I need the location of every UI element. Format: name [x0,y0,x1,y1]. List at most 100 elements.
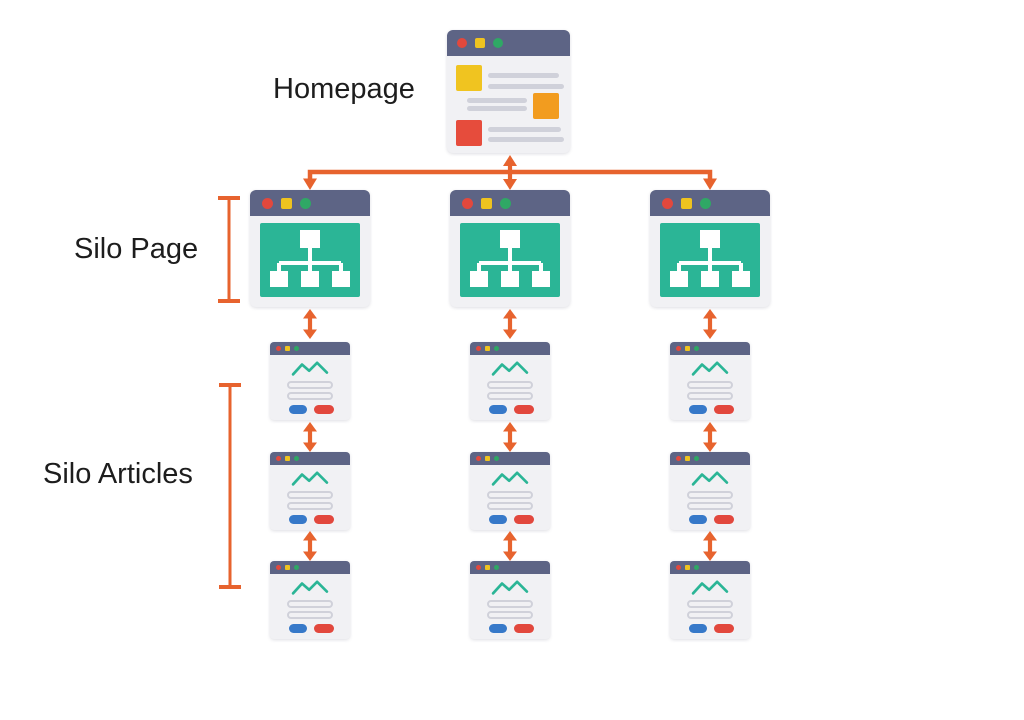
red-image-placeholder [456,120,482,146]
silo-article-window [270,452,350,530]
yellow-dot-icon [481,197,492,209]
blue-button-placeholder [489,515,507,524]
red-button-placeholder [714,515,734,524]
window-titlebar [450,190,570,216]
blue-button-placeholder [489,624,507,633]
double-arrow-icon [703,422,717,452]
sitemap-icon [270,230,350,287]
window-titlebar [447,30,570,56]
text-line [287,611,333,619]
window-titlebar [470,342,550,355]
silo-article-window [270,561,350,639]
text-line [687,491,733,499]
green-dot-icon [700,197,711,209]
silo-articles-label: Silo Articles [43,458,193,490]
text-line [488,84,564,89]
red-button-placeholder [314,405,334,414]
yellow-dot-icon [685,456,690,461]
down-arrowhead-icon [703,178,717,190]
blue-button-placeholder [689,624,707,633]
text-line [687,381,733,389]
blue-button-placeholder [289,515,307,524]
red-dot-icon [457,38,467,48]
green-dot-icon [294,565,299,570]
red-button-placeholder [314,515,334,524]
red-dot-icon [476,456,481,461]
text-line [287,392,333,400]
line-chart-icon [491,471,529,486]
text-line [287,381,333,389]
red-dot-icon [662,197,673,209]
line-chart-icon [691,361,729,376]
text-line [487,600,533,608]
text-line [467,106,527,111]
green-dot-icon [300,197,311,209]
blue-button-placeholder [289,624,307,633]
connector-line [507,163,513,182]
yellow-dot-icon [285,346,290,351]
red-dot-icon [276,346,281,351]
silo-page-window [650,190,770,307]
yellow-dot-icon [485,346,490,351]
text-line [467,98,527,103]
silo-column [250,190,370,640]
yellow-dot-icon [485,456,490,461]
red-dot-icon [476,565,481,570]
red-button-placeholder [514,515,534,524]
text-line [287,491,333,499]
yellow-dot-icon [685,565,690,570]
window-titlebar [470,561,550,574]
window-titlebar [650,190,770,216]
green-dot-icon [494,346,499,351]
text-line [287,502,333,510]
silo-page-label: Silo Page [74,233,199,265]
red-button-placeholder [514,624,534,633]
window-titlebar [670,561,750,574]
silo-page-content [660,223,760,297]
yellow-dot-icon [681,197,692,209]
red-dot-icon [462,197,473,209]
green-dot-icon [493,38,503,48]
green-dot-icon [294,346,299,351]
window-titlebar [250,190,370,216]
window-titlebar [470,452,550,465]
green-dot-icon [294,456,299,461]
sitemap-icon [670,230,750,287]
text-line [487,502,533,510]
blue-button-placeholder [689,515,707,524]
green-dot-icon [494,456,499,461]
silo-column [450,190,570,640]
red-dot-icon [676,346,681,351]
sitemap-icon [470,230,550,287]
double-arrow-icon [503,422,517,452]
double-arrow-icon [303,309,317,339]
down-arrowhead-icon [303,178,317,190]
yellow-dot-icon [281,197,292,209]
green-dot-icon [694,346,699,351]
green-dot-icon [694,565,699,570]
yellow-dot-icon [685,346,690,351]
orange-image-placeholder [533,93,559,119]
double-arrow-icon [303,422,317,452]
text-line [488,73,559,78]
text-line [687,392,733,400]
silo-page-window [450,190,570,307]
red-dot-icon [476,346,481,351]
silo-page-content [260,223,360,297]
down-arrowhead-icon [503,179,517,190]
yellow-dot-icon [485,565,490,570]
line-chart-icon [291,471,329,486]
blue-button-placeholder [489,405,507,414]
double-arrow-icon [303,531,317,561]
silo-article-window [470,561,550,639]
silo-page-bracket [218,196,240,303]
double-arrow-icon [503,309,517,339]
blue-button-placeholder [689,405,707,414]
text-line [488,137,564,142]
text-line [687,600,733,608]
silo-article-window [670,561,750,639]
silo-articles-bracket [219,383,241,589]
silo-article-window [470,452,550,530]
homepage-label: Homepage [273,73,415,105]
